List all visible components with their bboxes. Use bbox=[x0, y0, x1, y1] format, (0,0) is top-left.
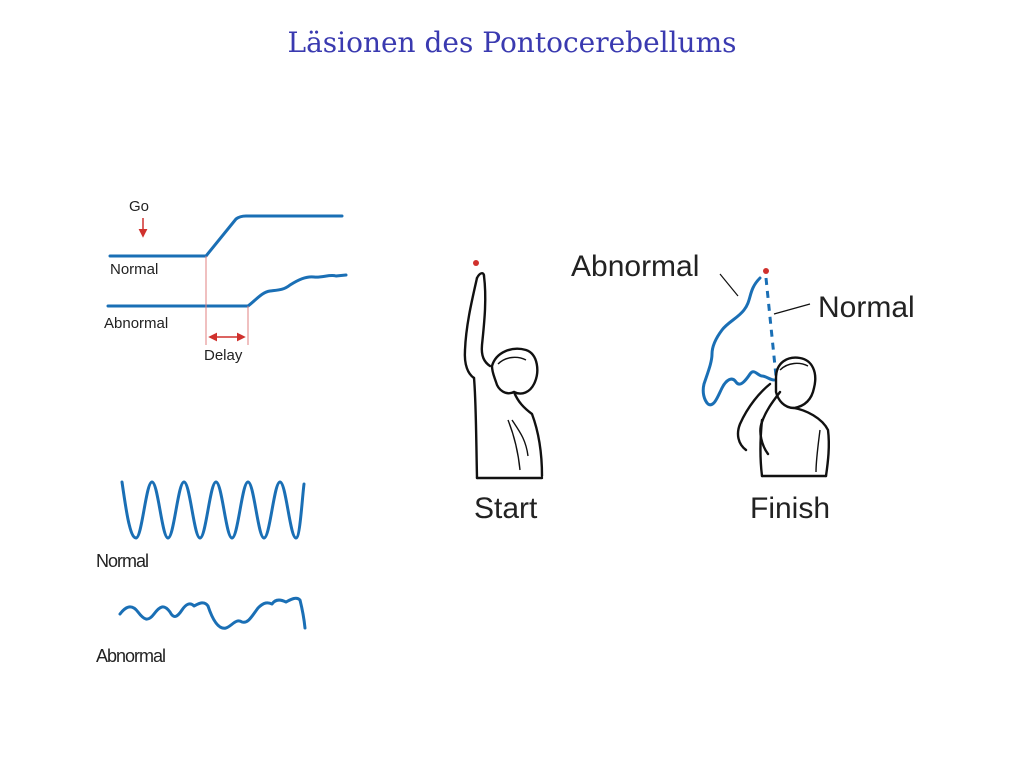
start-figure: Start bbox=[463, 260, 544, 525]
reaction-timing-panel: Go Normal Abnormal Delay bbox=[104, 198, 348, 364]
go-label: Go bbox=[129, 198, 149, 215]
start-figure-head-icon bbox=[490, 347, 539, 395]
abnormal-callout-line bbox=[719, 273, 739, 297]
normal-path-label: Normal bbox=[818, 291, 915, 324]
normal-reach-path bbox=[764, 277, 778, 377]
abnormal-reach-path bbox=[701, 276, 776, 407]
finish-figure: Finish Abnormal Normal bbox=[571, 250, 915, 525]
finish-figure-head-icon bbox=[774, 356, 817, 410]
delay-label: Delay bbox=[204, 347, 243, 364]
abnormal-path-label: Abnormal bbox=[571, 250, 699, 283]
target-dot-icon bbox=[473, 260, 479, 266]
finish-target-dot-icon bbox=[763, 268, 769, 274]
alternating-movement-panel: Normal Abnormal bbox=[96, 480, 307, 666]
page-title: Läsionen des Pontocerebellums bbox=[287, 26, 737, 59]
abnormal-oscillation-label: Abnormal bbox=[96, 646, 165, 666]
finish-label: Finish bbox=[750, 492, 830, 525]
normal-trace-label: Normal bbox=[110, 261, 158, 278]
start-label: Start bbox=[474, 492, 538, 525]
abnormal-trace-label: Abnormal bbox=[104, 315, 168, 332]
normal-oscillation-trace bbox=[120, 480, 306, 540]
abnormal-response-trace bbox=[106, 273, 348, 308]
normal-oscillation-label: Normal bbox=[96, 551, 148, 571]
normal-response-trace bbox=[108, 214, 344, 258]
abnormal-oscillation-trace bbox=[118, 596, 307, 630]
normal-callout-line bbox=[773, 303, 811, 315]
